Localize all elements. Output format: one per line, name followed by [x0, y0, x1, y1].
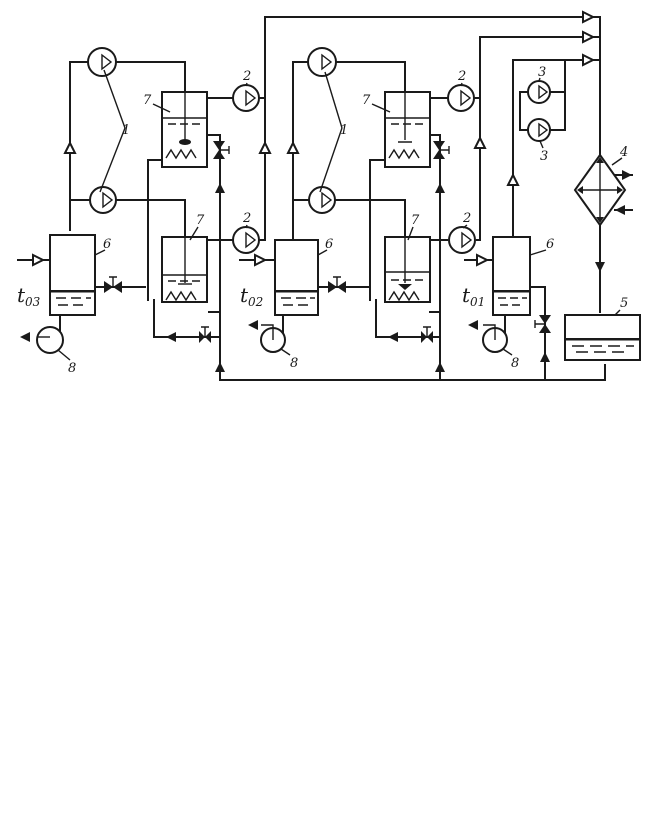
sump-pump-8-mid — [261, 325, 285, 352]
generator-top-left — [162, 92, 207, 167]
label-8-mid: 8 — [290, 356, 298, 371]
temp-label-stage3: t03 — [17, 283, 41, 309]
label-2-d: 2 — [462, 211, 471, 226]
label-2-c: 2 — [457, 69, 466, 84]
compressor-2-a — [233, 85, 259, 111]
unit-3-a — [528, 81, 550, 103]
compressor-2-d — [449, 227, 475, 253]
valve-bottom-left — [199, 327, 211, 343]
label-3-a: 3 — [538, 65, 546, 80]
heat-exchanger — [575, 155, 625, 225]
compressor-2-c — [448, 85, 474, 111]
label-4: 4 — [619, 145, 628, 160]
label-2-a: 2 — [242, 69, 251, 84]
temp-label-stage2: t02 — [240, 283, 263, 309]
valve-gen-top-mid — [433, 141, 449, 159]
label-8-right: 8 — [511, 356, 519, 371]
pump-1-bottom-mid — [309, 187, 335, 213]
label-3-b: 3 — [540, 149, 548, 164]
generator-bottom-left — [162, 237, 207, 302]
sump-pump-8-left — [37, 327, 63, 353]
label-7-top-left: 7 — [143, 93, 152, 108]
pump-1-top-left — [88, 48, 116, 76]
valve-bottom-mid — [421, 327, 433, 343]
sump-pump-8-right — [483, 325, 507, 352]
label-8-left: 8 — [68, 361, 76, 376]
label-7-bottom-mid: 7 — [411, 213, 420, 228]
leader-lines — [58, 70, 622, 360]
label-1-mid: 1 — [340, 123, 348, 138]
valve-stage1 — [535, 315, 551, 333]
generator-bottom-mid — [385, 237, 430, 302]
separator-mid — [275, 240, 318, 315]
valve-stage3-main — [104, 277, 122, 293]
label-7-bottom-left: 7 — [196, 213, 205, 228]
label-6-left: 6 — [103, 237, 111, 252]
pump-1-top-mid — [308, 48, 336, 76]
valve-gen-top-left — [213, 141, 229, 159]
label-6-right: 6 — [546, 237, 554, 252]
unit-3-b — [528, 119, 550, 141]
label-7-top-mid: 7 — [362, 93, 371, 108]
label-1-left: 1 — [122, 123, 130, 138]
temp-label-stage1: t01 — [462, 283, 485, 309]
receiver — [565, 315, 640, 360]
valve-stage2-main — [328, 277, 346, 293]
label-5: 5 — [620, 296, 628, 311]
label-6-mid: 6 — [325, 237, 333, 252]
generator-top-mid — [385, 92, 430, 167]
separator-left — [50, 235, 95, 315]
separator-right — [493, 237, 530, 315]
pump-1-bottom-left — [90, 187, 116, 213]
label-2-b: 2 — [242, 211, 251, 226]
compressor-2-b — [233, 227, 259, 253]
